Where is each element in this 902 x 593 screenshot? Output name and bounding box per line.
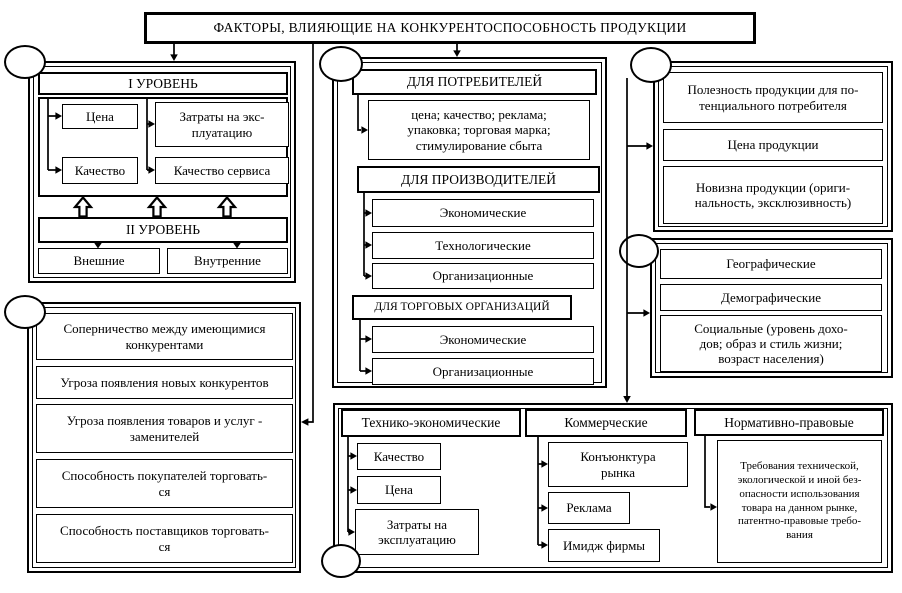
node-circle-audience	[319, 46, 363, 82]
level1-header: I УРОВЕНЬ	[38, 72, 288, 95]
trade-item: Организационные	[372, 358, 594, 385]
service-quality-box: Качество сервиса	[155, 157, 289, 184]
producer-item: Организационные	[372, 263, 594, 289]
connector-consumers-branch	[357, 95, 368, 134]
connector-commercial-branch	[537, 437, 548, 549]
competition-item: Угроза появления товаров и услуг - замен…	[36, 404, 293, 453]
node-circle-segmentation	[619, 234, 659, 268]
technical-item: Качество	[357, 443, 441, 470]
connector-trade-branch	[359, 320, 372, 375]
level2-down-arrows	[93, 242, 242, 249]
commercial-header: Коммерческие	[525, 409, 687, 437]
level2-up-arrows	[72, 195, 238, 218]
level2-header: II УРОВЕНЬ	[38, 217, 288, 243]
consumer-value-item: Цена продукции	[663, 129, 883, 161]
quality-box: Качество	[62, 157, 138, 184]
connector-right-feed	[623, 78, 653, 403]
competition-item: Соперничество между имеющимися конкурент…	[36, 313, 293, 360]
consumer-value-item: Полезность продукции для по- тенциальног…	[663, 72, 883, 123]
competition-item: Угроза появления новых конкурентов	[36, 366, 293, 399]
commercial-item: Имидж фирмы	[548, 529, 660, 562]
node-circle-levels	[4, 45, 46, 79]
commercial-item: Реклама	[548, 492, 630, 524]
connector-legal-branch	[704, 436, 717, 511]
connector-technical-branch	[347, 437, 357, 536]
price-box: Цена	[62, 104, 138, 129]
internal-factors-box: Внутренние	[167, 248, 288, 274]
consumers-factors-box: цена; качество; реклама; упаковка; торго…	[368, 100, 590, 160]
technical-item: Цена	[357, 476, 441, 504]
legal-body-box: Требования технической, экологической и …	[717, 440, 882, 563]
consumers-header: ДЛЯ ПОТРЕБИТЕЛЕЙ	[352, 69, 597, 95]
producer-item: Технологические	[372, 232, 594, 259]
consumer-value-item: Новизна продукции (ориги- нальность, экс…	[663, 166, 883, 224]
technical-item: Затраты на эксплуатацию	[355, 509, 479, 555]
legal-header: Нормативно-правовые	[694, 409, 884, 436]
node-circle-factor-groups	[321, 544, 361, 578]
node-circle-competition	[4, 295, 46, 329]
node-circle-consumer-value	[630, 47, 672, 83]
connector-level1-right-branch	[146, 98, 155, 174]
producers-header: ДЛЯ ПРОИЗВОДИТЕЛЕЙ	[357, 166, 600, 193]
producer-item: Экономические	[372, 199, 594, 227]
connector-title-to-competition	[301, 44, 314, 426]
competition-item: Способность покупателей торговать- ся	[36, 459, 293, 508]
technical-header: Технико-экономические	[341, 409, 521, 437]
connector-producers-branch	[363, 193, 372, 280]
diagram-title: ФАКТОРЫ, ВЛИЯЮЩИЕ НА КОНКУРЕНТОСПОСОБНОС…	[144, 12, 756, 44]
trade-header: ДЛЯ ТОРГОВЫХ ОРГАНИЗАЦИЙ	[352, 295, 572, 320]
external-factors-box: Внешние	[38, 248, 160, 274]
connector-title-to-audience	[453, 44, 461, 57]
commercial-item: Конъюнктура рынка	[548, 442, 688, 487]
segmentation-item: Демографические	[660, 284, 882, 311]
segmentation-item: Географические	[660, 249, 882, 279]
connector-title-to-levels	[170, 44, 178, 61]
connector-level1-left-branch	[47, 98, 62, 174]
trade-item: Экономические	[372, 326, 594, 353]
operating-costs-box: Затраты на экс- плуатацию	[155, 102, 289, 147]
segmentation-item: Социальные (уровень дохо- дов; образ и с…	[660, 315, 882, 372]
competition-item: Способность поставщиков торговать- ся	[36, 514, 293, 563]
